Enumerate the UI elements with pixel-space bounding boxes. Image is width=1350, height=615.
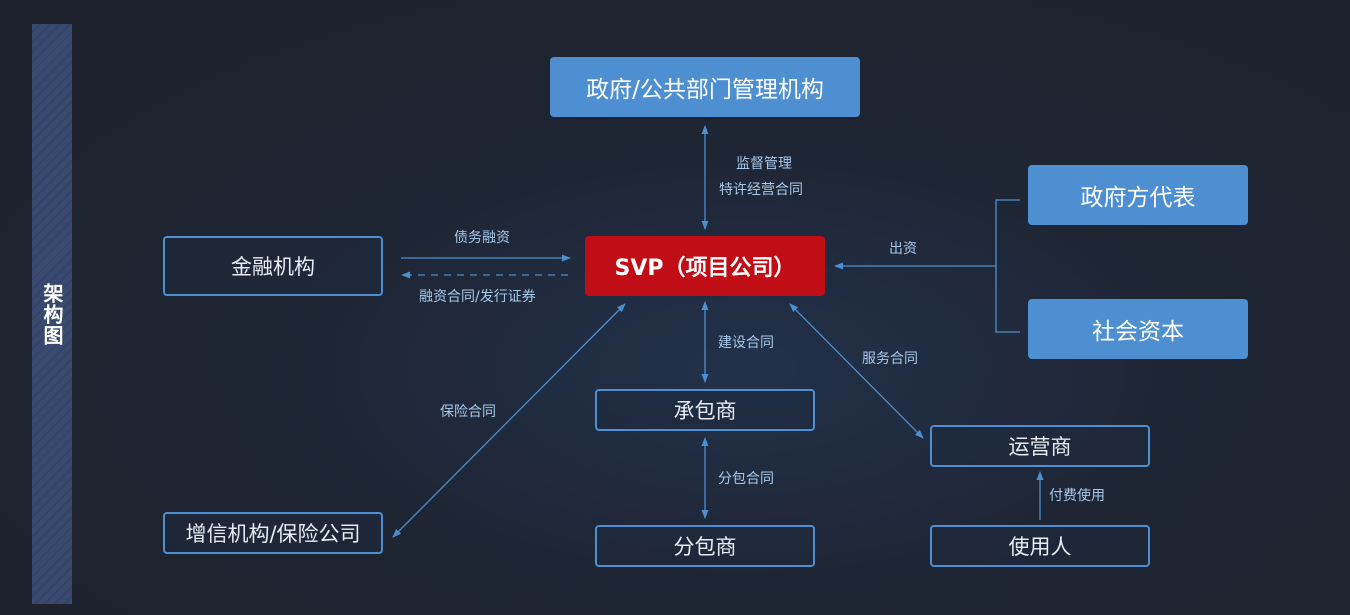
node-government[interactable]: 政府/公共部门管理机构	[550, 57, 860, 117]
node-insurer-label: 增信机构/保险公司	[185, 522, 361, 546]
edge-label-subcontract: 分包合同	[718, 471, 774, 487]
node-user-label: 使用人	[1008, 535, 1072, 559]
node-contractor[interactable]: 承包商	[595, 389, 815, 431]
node-operator-label: 运营商	[1008, 435, 1072, 459]
node-insurer[interactable]: 增信机构/保险公司	[163, 512, 383, 554]
node-gov-rep-label: 政府方代表	[1080, 185, 1196, 211]
edge-label-service: 服务合同	[862, 351, 918, 367]
node-user[interactable]: 使用人	[930, 525, 1150, 567]
node-social-capital-label: 社会资本	[1092, 319, 1184, 345]
node-gov-rep[interactable]: 政府方代表	[1028, 165, 1248, 225]
edge-label-concession: 特许经营合同	[719, 182, 803, 198]
sidebar-title-bar: 架构图	[32, 24, 72, 604]
edge-investors-bracket	[995, 199, 1020, 333]
edge-label-financing-contract: 融资合同/发行证券	[419, 289, 536, 305]
node-subcontractor-label: 分包商	[673, 535, 737, 559]
sidebar-title: 架构图	[40, 282, 64, 346]
edge-svp-operator	[789, 303, 924, 439]
node-svp[interactable]: SVP（项目公司）	[585, 236, 825, 296]
node-social-capital[interactable]: 社会资本	[1028, 299, 1248, 359]
node-financial[interactable]: 金融机构	[163, 236, 383, 296]
node-subcontractor[interactable]: 分包商	[595, 525, 815, 567]
node-financial-label: 金融机构	[231, 255, 315, 279]
edge-svp-insurer	[392, 303, 626, 538]
edge-label-investment: 出资	[889, 241, 917, 257]
edge-label-supervision: 监督管理	[736, 156, 792, 172]
node-operator[interactable]: 运营商	[930, 425, 1150, 467]
node-contractor-label: 承包商	[673, 399, 737, 423]
edge-label-construction: 建设合同	[718, 335, 774, 351]
node-svp-label: SVP（项目公司）	[614, 256, 796, 281]
node-government-label: 政府/公共部门管理机构	[586, 77, 824, 103]
edge-label-paid-use: 付费使用	[1049, 488, 1105, 504]
edge-label-debt-financing: 债务融资	[454, 230, 510, 246]
edge-label-insurance: 保险合同	[440, 404, 496, 420]
